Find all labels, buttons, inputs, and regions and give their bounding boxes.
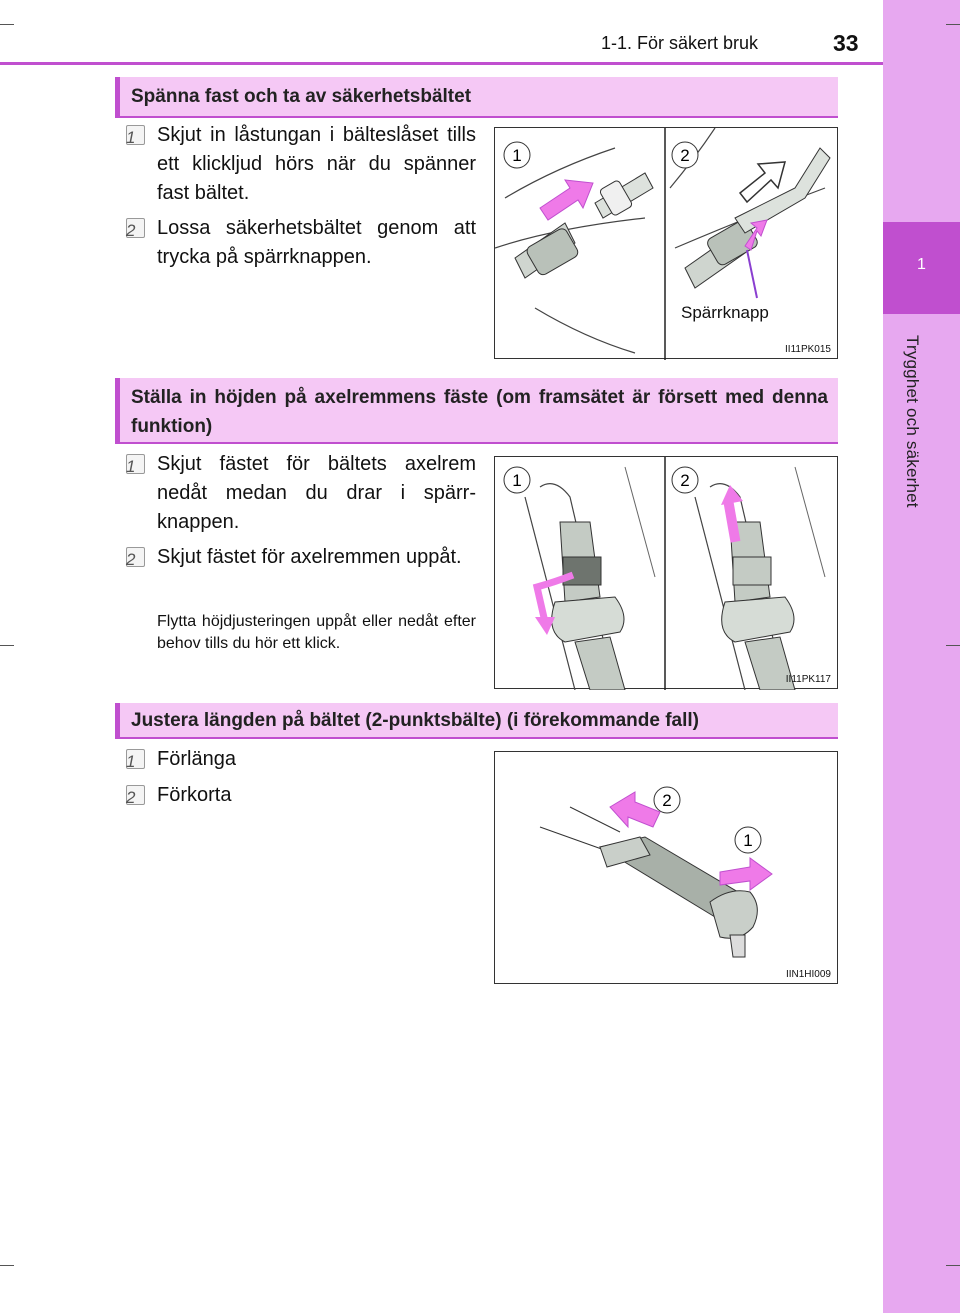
header-rule <box>0 62 883 65</box>
figure-anchor-adjuster: 1 2 II11PK117 <box>494 456 838 690</box>
step-item: 2 Förkorta <box>126 781 476 810</box>
step-number: 1 <box>126 452 145 476</box>
section-heading-text: Ställa in höjden på axelremmens fäste (o… <box>131 387 828 437</box>
crop-mark <box>0 24 14 25</box>
step-text: Förkorta <box>157 784 232 806</box>
panel-label-circle <box>671 141 699 169</box>
buckle-illustration: 1 2 <box>495 128 831 360</box>
section-heading-text: Justera längden på bältet (2-punktsbälte… <box>131 710 699 731</box>
figure-buckle: 1 2 Spärrknapp II11PK015 <box>494 127 838 360</box>
page-number: 33 <box>833 30 859 56</box>
panel-label: 1 <box>512 146 521 165</box>
step-text: Förlänga <box>157 748 236 770</box>
step-number: 2 <box>126 783 145 807</box>
callout-number: 2 <box>662 791 671 810</box>
section-heading-height: Ställa in höjden på axelremmens fäste (o… <box>115 378 838 444</box>
crop-mark <box>0 1265 14 1266</box>
chapter-tab <box>883 222 960 314</box>
step-number: 2 <box>126 545 145 569</box>
crop-mark <box>0 645 14 646</box>
step-text: Skjut fästet för bältets axelrem nedåt m… <box>157 453 476 533</box>
anchor-illustration: 1 2 <box>503 457 826 690</box>
step-text: Skjut in låstungan i bälteslåset tills e… <box>157 124 476 204</box>
step-item: 2 Lossa säkerhetsbältet genom att trycka… <box>126 214 476 272</box>
running-header: 1-1. För säkert bruk <box>601 33 759 53</box>
step-item: 1 Skjut in låstungan i bälteslåset tills… <box>126 121 476 208</box>
section-heading-fasten: Spänna fast och ta av säkerhetsbältet <box>115 77 838 118</box>
step-number: 1 <box>126 123 145 147</box>
chapter-number: 1 <box>917 256 926 273</box>
callout-label: Spärrknapp <box>681 303 769 322</box>
crop-mark <box>946 24 960 25</box>
figure-code: II11PK015 <box>785 344 831 355</box>
step-item: 2 Skjut fästet för axelremmen uppåt. <box>126 543 476 572</box>
callout-number: 1 <box>743 831 752 850</box>
chapter-title: Trygghet och säkerhet <box>903 335 922 508</box>
lap-belt-illustration: 2 1 <box>539 786 773 958</box>
panel-label: 1 <box>512 471 521 490</box>
panel-label-circle <box>503 141 531 169</box>
step-item: 1 Förlänga <box>126 745 476 774</box>
panel-label: 2 <box>680 471 689 490</box>
step-number: 1 <box>126 747 145 771</box>
step-text: Lossa säkerhetsbältet genom att trycka p… <box>157 217 476 268</box>
crop-mark <box>946 645 960 646</box>
step-text: Skjut fästet för axelremmen uppåt. <box>157 546 462 568</box>
crop-mark <box>946 1265 960 1266</box>
chapter-sidebar <box>883 0 960 1313</box>
panel-label: 2 <box>680 146 689 165</box>
step-item: 1 Skjut fästet för bältets axelrem nedåt… <box>126 450 476 537</box>
section-heading-length: Justera längden på bältet (2-punktsbälte… <box>115 703 838 739</box>
figure-lap-belt: 2 1 IIN1HI009 <box>494 751 838 984</box>
figure-code: II11PK117 <box>785 674 831 685</box>
note-text: Flytta höjdjusteringen uppåt eller nedåt… <box>157 613 476 652</box>
step-number: 2 <box>126 216 145 240</box>
figure-code: IIN1HI009 <box>785 969 831 980</box>
section-heading-text: Spänna fast och ta av säkerhetsbältet <box>131 86 472 107</box>
